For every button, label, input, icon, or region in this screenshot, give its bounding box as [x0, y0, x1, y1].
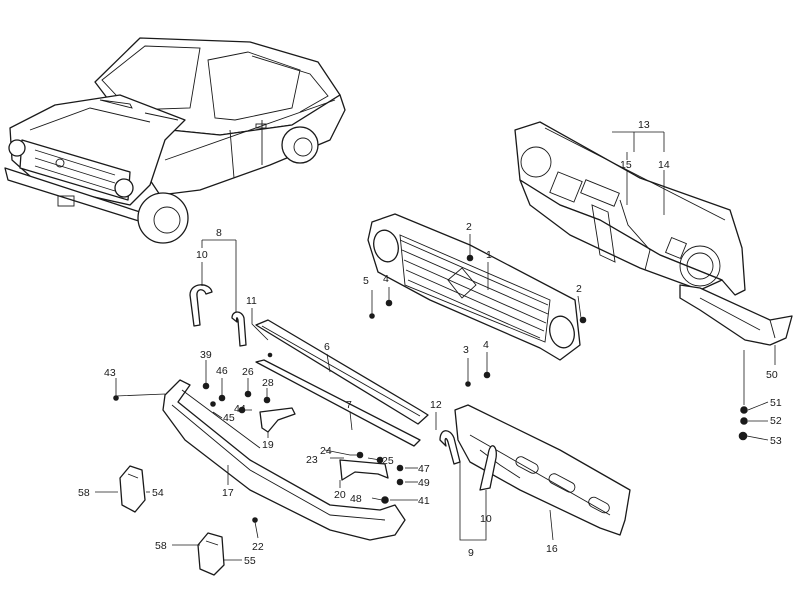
callout-25: 25: [382, 455, 394, 467]
callout-28: 28: [262, 377, 274, 389]
callout-48: 48: [350, 493, 362, 505]
callout-46: 46: [216, 365, 228, 377]
callout-24: 24: [320, 445, 332, 457]
callout-49: 49: [418, 477, 430, 489]
callout-10: 10: [196, 249, 208, 261]
callout-17: 17: [222, 487, 234, 499]
callout-11: 11: [246, 295, 257, 307]
front-valance-panel: [454, 404, 631, 536]
callout-4: 4: [483, 339, 489, 351]
hose-10-left: [189, 284, 213, 327]
callout-20: 20: [334, 489, 346, 501]
car-illustration: [4, 37, 346, 244]
bracket-19: [259, 407, 296, 433]
callout-5: 5: [363, 275, 369, 287]
callout-47: 47: [418, 463, 430, 475]
front-bumper: [162, 379, 406, 541]
front-grille: [367, 213, 581, 361]
callout-7: 7: [346, 399, 352, 411]
hose-10-right: [479, 445, 497, 491]
callout-9: 9: [468, 547, 474, 559]
callout-55: 55: [244, 555, 256, 567]
grille-moulding-lower: [255, 359, 421, 447]
callout-12: 12: [430, 399, 442, 411]
callout-53: 53: [770, 435, 782, 447]
callout-41: 41: [418, 495, 430, 507]
callout-50: 50: [766, 369, 778, 381]
leader-lines: [95, 131, 776, 561]
callout-19: 19: [262, 439, 274, 451]
callout-52: 52: [770, 415, 782, 427]
callout-13: 13: [638, 119, 650, 131]
callout-51: 51: [770, 397, 782, 409]
callout-26: 26: [242, 366, 254, 378]
callout-1: 1: [486, 249, 492, 261]
callout-45: 45: [223, 412, 235, 424]
callout-4: 4: [383, 273, 389, 285]
callout-58: 58: [155, 540, 167, 552]
callout-44: 44: [234, 403, 246, 415]
callout-22: 22: [252, 541, 264, 553]
callout-14: 14: [658, 159, 670, 171]
callout-labels: 1 2 2 3 4 4 5 6 7 8 9 10 10 11 12 13 14 …: [78, 119, 782, 567]
callout-58: 58: [78, 487, 90, 499]
bracket-20: [339, 459, 389, 481]
callout-8: 8: [216, 227, 222, 239]
callout-54: 54: [152, 487, 164, 499]
radiator-core-support: [514, 121, 746, 296]
callout-2: 2: [466, 221, 472, 233]
callout-6: 6: [324, 341, 330, 353]
callout-15: 15: [620, 159, 632, 171]
callout-2: 2: [576, 283, 582, 295]
bumper-guard-54: [119, 465, 146, 513]
callout-39: 39: [200, 349, 212, 361]
callout-43: 43: [104, 367, 116, 379]
lower-apron-panel: [679, 284, 793, 346]
callout-10: 10: [480, 513, 492, 525]
fasteners: [113, 254, 748, 523]
grille-moulding-upper: [255, 319, 429, 425]
bumper-guard-55: [197, 532, 225, 576]
hose-11: [231, 311, 247, 347]
callout-3: 3: [463, 344, 469, 356]
callout-16: 16: [546, 543, 558, 555]
callout-23: 23: [306, 454, 318, 466]
hose-12: [439, 430, 461, 465]
